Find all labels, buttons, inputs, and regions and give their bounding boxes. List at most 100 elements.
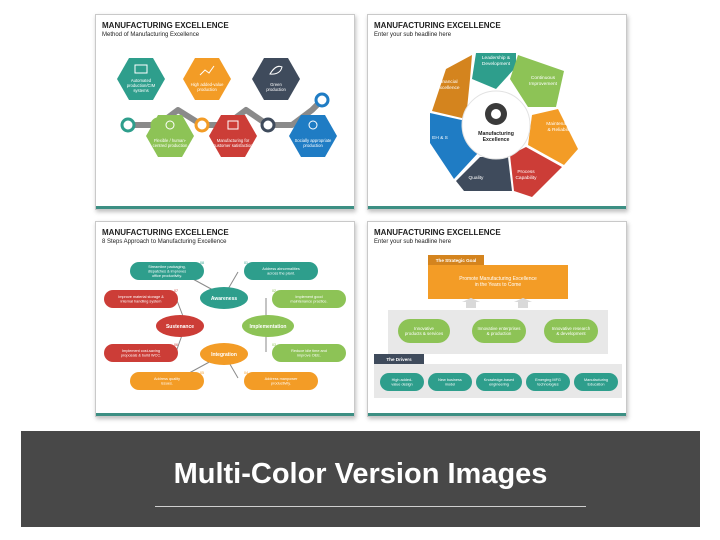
hex-flexible-production[interactable]: Flexible / human-centred production [146, 115, 194, 157]
factory-icon [134, 64, 148, 74]
svg-text:The Strategic Goal: The Strategic Goal [436, 258, 477, 263]
svg-text:05: 05 [200, 371, 204, 375]
segment-quality[interactable]: Quality [456, 157, 512, 191]
svg-text:Improve material storage &inte: Improve material storage &internal handl… [118, 295, 164, 304]
hub-sustenance[interactable]: Sustenance [156, 315, 204, 337]
innovation-item-research[interactable]: Innovative research& development [544, 319, 598, 343]
slide-title: MANUFACTURING EXCELLENCE [102, 228, 229, 237]
slide-subtitle: Method of Manufacturing Excellence [102, 32, 200, 38]
svg-text:03: 03 [272, 343, 276, 347]
growth-icon [199, 65, 215, 76]
svg-text:The Drivers: The Drivers [386, 357, 412, 362]
driver-high-added-value[interactable]: High added-value design [380, 373, 424, 391]
svg-text:Quality: Quality [469, 175, 485, 181]
svg-text:08: 08 [200, 261, 204, 265]
svg-text:07: 07 [174, 289, 178, 293]
strategic-goal-diagram: The Strategic Goal Promote Manufacturing… [374, 255, 622, 398]
timeline-dot [194, 117, 210, 133]
svg-text:Innovative enterprises& produc: Innovative enterprises& production [478, 326, 522, 336]
svg-text:Leadership &Development: Leadership &Development [482, 55, 511, 67]
slide-thumbnail-heptagon[interactable]: MANUFACTURING EXCELLENCE Enter your sub … [367, 14, 627, 210]
svg-text:Innovative research& developme: Innovative research& development [552, 326, 591, 336]
svg-text:High added-value design: High added-value design [391, 378, 413, 387]
slide-footer-band [368, 413, 626, 416]
svg-text:Streamline packaging,dispatche: Streamline packaging,dispatches & improv… [148, 265, 186, 278]
hub-implementation[interactable]: Implementation [242, 315, 294, 337]
svg-text:06: 06 [174, 343, 178, 347]
version-banner: Multi-Color Version Images [21, 431, 700, 527]
leaf-icon [269, 65, 283, 75]
innovation-item-enterprises[interactable]: Innovative enterprises& production [472, 319, 526, 343]
slide-subtitle: Enter your sub headline here [374, 32, 452, 38]
timeline-dot [260, 117, 276, 133]
slide-title: MANUFACTURING EXCELLENCE [102, 21, 229, 30]
svg-text:EH & S: EH & S [432, 135, 448, 141]
people-icon [165, 120, 175, 130]
hub-awareness[interactable]: Awareness [200, 287, 248, 309]
svg-text:Implementation: Implementation [250, 324, 287, 330]
svg-text:Flexible / human-centred produ: Flexible / human-centred production [153, 138, 188, 148]
slide-subtitle: 8 Steps Approach to Manufacturing Excell… [102, 239, 227, 245]
goal-tab: The Strategic Goal [428, 255, 484, 265]
segment-leadership[interactable]: Leadership &Development [472, 53, 516, 89]
slide-thumbnail-method[interactable]: MANUFACTURING EXCELLENCE Method of Manuf… [95, 14, 355, 210]
globe-icon [308, 120, 318, 130]
hub-integration[interactable]: Integration [200, 343, 248, 365]
svg-text:Sustenance: Sustenance [166, 324, 194, 330]
banner-title: Multi-Color Version Images [173, 458, 548, 490]
customer-icon [227, 120, 239, 130]
slide-footer-band [96, 413, 354, 416]
segment-maintenance[interactable]: Maintenance& Reliability [528, 109, 578, 165]
gear-icon [485, 103, 507, 125]
banner-divider [155, 506, 586, 507]
arrow-up-icon [514, 298, 532, 308]
drivers-tab: The Drivers [374, 354, 424, 364]
slide-thumbnail-strategic-goal[interactable]: MANUFACTURING EXCELLENCE Enter your sub … [367, 221, 627, 417]
svg-text:Awareness: Awareness [211, 296, 238, 302]
slide-footer-band [96, 206, 354, 209]
step-08[interactable]: Streamline packaging,dispatches & improv… [130, 261, 204, 280]
slide-thumbnail-eight-steps[interactable]: MANUFACTURING EXCELLENCE 8 Steps Approac… [95, 221, 355, 417]
slide-title: MANUFACTURING EXCELLENCE [374, 228, 501, 237]
svg-text:Maintenance& Reliability: Maintenance& Reliability [546, 121, 574, 133]
slide-title: MANUFACTURING EXCELLENCE [374, 21, 501, 30]
timeline-dot [120, 117, 136, 133]
step-07[interactable]: Improve material storage &internal handl… [104, 289, 178, 308]
